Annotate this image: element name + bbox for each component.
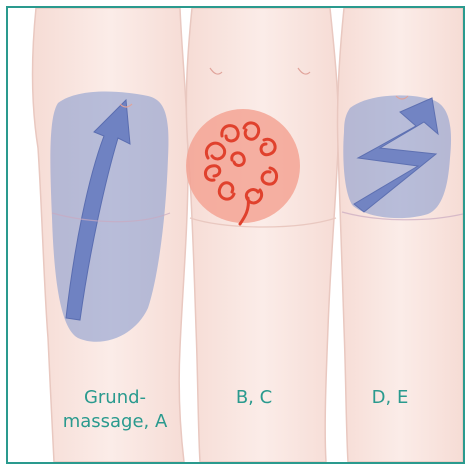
- caption-b: B, C: [204, 386, 304, 410]
- caption-a-line1: Grund-: [60, 386, 170, 410]
- illustration-frame: Grund- massage, A B, C D, E: [6, 6, 465, 464]
- circular-massage-area: [186, 109, 300, 223]
- caption-d: D, E: [350, 386, 430, 410]
- caption-a-line2: massage, A: [60, 410, 170, 434]
- caption-a: Grund- massage, A: [60, 386, 170, 434]
